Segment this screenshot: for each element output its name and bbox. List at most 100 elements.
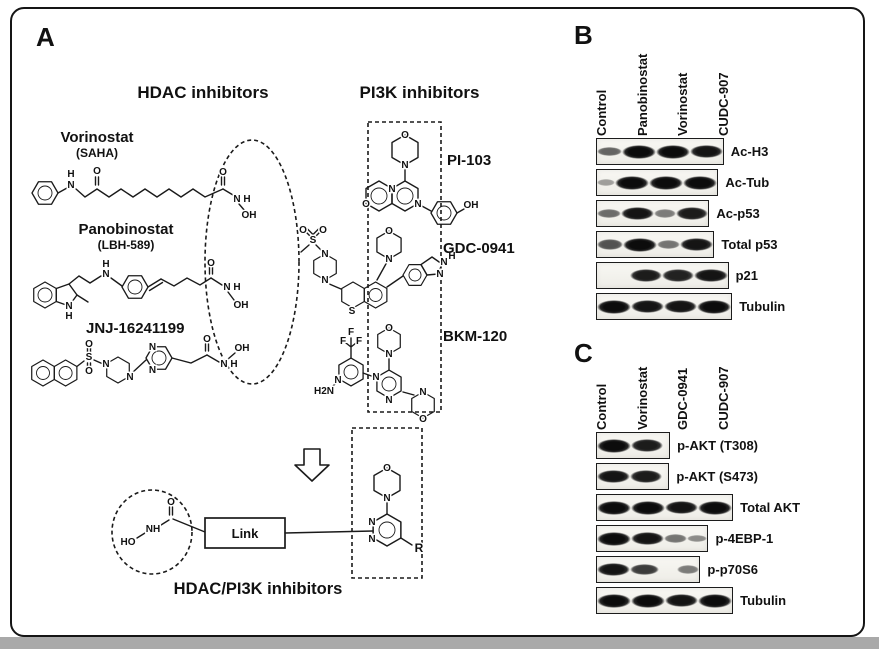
- blot-membrane: [596, 494, 734, 521]
- atom-label: N: [414, 199, 421, 210]
- blot-lane: [597, 139, 622, 164]
- protein-band: [631, 299, 665, 314]
- atom-label: O: [362, 199, 370, 210]
- atom-label: OH: [242, 210, 257, 221]
- atom-label: N: [65, 301, 72, 312]
- bond-line: [86, 362, 92, 369]
- atom-label: N: [419, 387, 426, 398]
- blot-lane: [657, 232, 681, 257]
- bond-line: [227, 352, 236, 360]
- bond-line: [331, 379, 340, 388]
- bond-line: [171, 354, 208, 364]
- protein-band: [630, 563, 660, 576]
- r-group-label: R: [415, 541, 424, 555]
- blot-lane: [597, 263, 629, 288]
- atom-label: N: [220, 359, 227, 370]
- blot-membrane: [596, 432, 671, 459]
- blot-lane: [630, 464, 663, 489]
- blot-membrane: [596, 169, 719, 196]
- blot-lane: [631, 294, 665, 319]
- atom-label: N: [334, 375, 341, 386]
- pi3k-inhibitors-title: PI3K inhibitors: [359, 83, 480, 102]
- atom-label: N: [372, 372, 379, 383]
- blot-row: p-AKT (T308): [596, 432, 758, 459]
- atom-label: O: [85, 366, 93, 377]
- atom-label: O: [299, 225, 307, 236]
- lane-label: Control: [594, 383, 609, 430]
- atom-label: N: [233, 194, 240, 205]
- ring-shape: [37, 287, 53, 303]
- atom-label: N: [321, 249, 328, 260]
- atom-label: N: [67, 180, 74, 191]
- bond-line: [206, 354, 220, 363]
- ring-shape: [408, 268, 422, 282]
- protein-band: [664, 299, 698, 314]
- ring-shape: [33, 281, 57, 309]
- atom-label: O: [385, 323, 393, 334]
- bond-line: [136, 532, 146, 539]
- protein-band: [657, 240, 681, 249]
- protein-band: [631, 531, 665, 546]
- blot-lane: [597, 464, 631, 489]
- blot-lane: [597, 526, 631, 551]
- ring-shape: [338, 357, 364, 387]
- blot-target-label: p-AKT (S473): [676, 469, 758, 484]
- blot-lane: [665, 464, 668, 489]
- bond-line: [76, 360, 85, 368]
- atom-label: N: [368, 517, 375, 528]
- panel-a-structures: H N O O N H OH: [31, 121, 480, 579]
- atom-label: N: [388, 184, 395, 195]
- blot-row: Ac-H3: [596, 138, 768, 165]
- atom-label: N: [223, 282, 230, 293]
- blot-lane: [664, 526, 688, 551]
- bond-line: [208, 266, 214, 275]
- atom-label: N: [436, 269, 443, 280]
- lane-label: GDC-0941: [675, 367, 690, 430]
- blot-lane: [694, 263, 728, 288]
- ring-shape: [341, 281, 365, 309]
- atom-label: N: [440, 257, 447, 268]
- atom-label: O: [385, 226, 393, 237]
- protein-band: [597, 469, 631, 484]
- blot-lane: [659, 557, 677, 582]
- atom-label: N: [368, 534, 375, 545]
- blot-row: p21: [596, 262, 758, 289]
- bond-line: [75, 188, 224, 198]
- compound-label-gdc0941: GDC-0941: [443, 240, 515, 257]
- blot-lane: [664, 294, 698, 319]
- bond-line: [131, 359, 147, 374]
- bond-line: [386, 275, 404, 288]
- protein-band: [597, 500, 631, 515]
- lane-label: CUDC-907: [715, 366, 731, 430]
- blot-lane: [631, 495, 665, 520]
- lane-label: Vorinostat: [675, 72, 690, 136]
- blot-lane: [665, 495, 699, 520]
- bond-line: [147, 278, 164, 292]
- blot-lane: [665, 588, 699, 613]
- ring-shape: [420, 256, 443, 276]
- atom-label: N: [383, 493, 390, 504]
- atom-label: O: [383, 463, 391, 474]
- bond-line: [304, 228, 314, 237]
- compound-label-pi103: PI-103: [447, 152, 492, 169]
- blot-target-label: p-4EBP-1: [715, 531, 774, 546]
- ring-shape: [58, 366, 73, 380]
- atom-label: H2N: [314, 386, 334, 397]
- ring-shape: [127, 279, 143, 295]
- atom-label: N: [321, 275, 328, 286]
- blot-row: p-4EBP-1: [596, 525, 773, 552]
- blot-target-label: Ac-H3: [730, 144, 769, 159]
- blot-lane: [631, 588, 665, 613]
- structure-bkm120: F F F N H2N N N O N O N: [312, 322, 435, 427]
- blot-lane: [597, 433, 631, 458]
- protein-band: [630, 469, 663, 484]
- protein-band: [597, 299, 631, 314]
- protein-band: [597, 179, 616, 186]
- protein-band: [631, 593, 665, 608]
- panel-label-c: C: [574, 338, 593, 368]
- atom-label: N: [385, 395, 392, 406]
- ring-shape: [31, 181, 59, 205]
- blot-lane: [597, 294, 631, 319]
- blot-lane: [631, 433, 664, 458]
